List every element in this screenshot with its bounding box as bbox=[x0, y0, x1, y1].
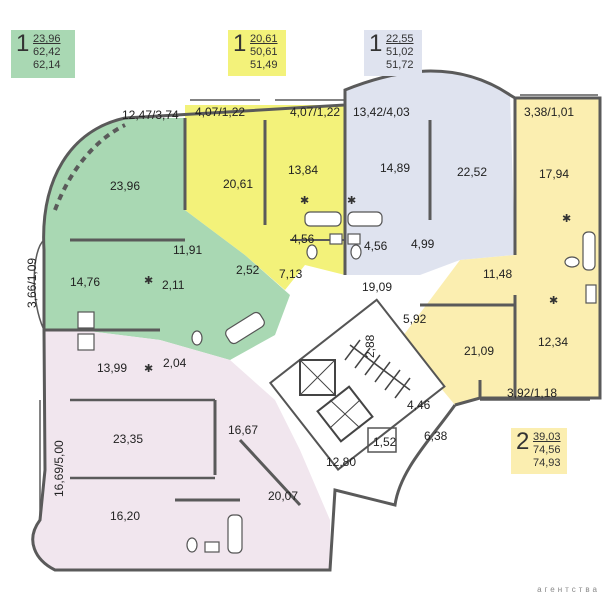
room-label: 11,48 bbox=[483, 267, 512, 281]
room-label: 14,76 bbox=[70, 275, 100, 289]
room-label: 20,07 bbox=[268, 489, 298, 503]
room-label: 11,91 bbox=[173, 243, 202, 257]
area-list: 39,03 74,56 74,93 bbox=[533, 431, 561, 470]
total-area: 51,02 bbox=[386, 46, 414, 58]
bathtub-yellow bbox=[304, 211, 342, 227]
ventilation-markers: ✱ ✱ ✱ ✱ ✱ ✱ bbox=[144, 195, 571, 375]
room-label: 23,35 bbox=[113, 432, 143, 446]
living-area: 22,55 bbox=[386, 33, 414, 45]
bathtub-pink bbox=[227, 514, 243, 554]
room-label: 16,20 bbox=[110, 509, 140, 523]
total-area: 50,61 bbox=[250, 46, 278, 58]
toilet-blue bbox=[350, 244, 362, 260]
room-label: 13,84 bbox=[288, 163, 318, 177]
svg-text:✱: ✱ bbox=[562, 213, 571, 225]
room-label: 12,80 bbox=[326, 455, 356, 469]
total-area-alt: 62,14 bbox=[33, 59, 61, 71]
orange-apartment-zone[interactable] bbox=[400, 98, 600, 405]
area-list: 20,61 50,61 51,49 bbox=[250, 33, 278, 72]
room-label: 4,07/1,22 bbox=[195, 105, 245, 119]
room-label: 12,47/3,74 bbox=[122, 108, 179, 122]
watermark: агентства bbox=[537, 585, 600, 594]
apartment-badge-1-yellow: 1 20,61 50,61 51,49 bbox=[228, 30, 286, 76]
room-label: 4,07/1,22 bbox=[290, 105, 340, 119]
room-label: 14,89 bbox=[380, 161, 410, 175]
room-label: 2,04 bbox=[163, 356, 187, 370]
sink-blue bbox=[347, 233, 361, 245]
total-area-alt: 51,72 bbox=[386, 59, 414, 71]
room-label: 3,38/1,01 bbox=[524, 105, 574, 119]
room-label: 21,09 bbox=[464, 344, 494, 358]
elevator-shaft-1 bbox=[299, 359, 336, 396]
apartment-badge-1-blue: 1 22,55 51,02 51,72 bbox=[364, 30, 422, 76]
stove-green bbox=[77, 311, 95, 329]
room-label: 16,69/5,00 bbox=[52, 440, 66, 497]
room-label: 22,52 bbox=[457, 165, 487, 179]
room-label: 4,99 bbox=[411, 237, 435, 251]
area-list: 23,96 62,42 62,14 bbox=[33, 33, 61, 72]
bathtub-green bbox=[225, 311, 265, 345]
toilet-orange bbox=[564, 256, 580, 268]
room-label: 2,11 bbox=[162, 278, 185, 292]
living-area: 39,03 bbox=[533, 431, 561, 443]
apartment-badge-1-green: 1 23,96 62,42 62,14 bbox=[11, 30, 75, 78]
room-label: 13,99 bbox=[97, 361, 127, 375]
room-label: 3,92/1,18 bbox=[507, 386, 557, 400]
total-area: 74,56 bbox=[533, 444, 561, 456]
living-area: 23,96 bbox=[33, 33, 61, 45]
plumbing-fixtures bbox=[77, 211, 597, 554]
total-area-alt: 51,49 bbox=[250, 59, 278, 71]
room-label: 23,96 bbox=[110, 179, 140, 193]
sink-orange bbox=[585, 284, 597, 304]
stair-core bbox=[268, 298, 446, 471]
room-label: 16,67 bbox=[228, 423, 258, 437]
room-label: 1,52 bbox=[373, 435, 397, 449]
room-label: 19,09 bbox=[362, 280, 392, 294]
toilet-yellow bbox=[306, 244, 318, 260]
stove-pink bbox=[77, 333, 95, 351]
room-label: 12,34 bbox=[538, 335, 568, 349]
room-label: 4,56 bbox=[291, 232, 315, 246]
sink-yellow bbox=[329, 233, 343, 245]
room-count: 2 bbox=[516, 428, 530, 455]
room-count: 1 bbox=[369, 30, 383, 57]
room-label: 13,42/4,03 bbox=[353, 105, 410, 119]
apartment-badge-2-orange: 2 39,03 74,56 74,93 bbox=[511, 428, 567, 474]
small-utility-room bbox=[367, 427, 397, 453]
svg-text:✱: ✱ bbox=[300, 195, 309, 207]
toilet-pink bbox=[186, 537, 198, 553]
room-label: 20,61 bbox=[223, 177, 253, 191]
bathtub-blue bbox=[347, 211, 383, 227]
pink-apartment-zone[interactable] bbox=[32, 330, 331, 570]
room-count: 1 bbox=[233, 30, 247, 57]
room-label: 2,52 bbox=[236, 263, 260, 277]
staircase bbox=[344, 339, 411, 399]
elevator-shaft-2 bbox=[316, 385, 374, 443]
total-area-alt: 74,93 bbox=[533, 457, 561, 469]
room-labels: 12,47/3,74 23,96 14,76 11,91 2,11 3,66/1… bbox=[25, 105, 574, 523]
svg-text:✱: ✱ bbox=[347, 195, 356, 207]
svg-text:✱: ✱ bbox=[549, 295, 558, 307]
svg-text:✱: ✱ bbox=[144, 275, 153, 287]
room-label: 17,94 bbox=[539, 167, 569, 181]
room-label: 4,46 bbox=[407, 398, 431, 412]
room-label: 4,56 bbox=[364, 239, 388, 253]
svg-text:✱: ✱ bbox=[144, 363, 153, 375]
room-label: 6,38 bbox=[424, 429, 448, 443]
room-count: 1 bbox=[16, 30, 30, 57]
living-area: 20,61 bbox=[250, 33, 278, 45]
toilet-green bbox=[191, 330, 203, 346]
balcony-rails bbox=[33, 94, 598, 520]
sink-pink bbox=[204, 541, 220, 553]
room-label: 2,88 bbox=[363, 334, 377, 358]
total-area: 62,42 bbox=[33, 46, 61, 58]
area-list: 22,55 51,02 51,72 bbox=[386, 33, 414, 72]
room-label: 3,66/1,09 bbox=[25, 258, 39, 308]
room-label: 7,13 bbox=[279, 267, 303, 281]
room-label: 5,92 bbox=[403, 312, 427, 326]
bathtub-orange bbox=[582, 231, 596, 271]
walls bbox=[31, 69, 602, 572]
